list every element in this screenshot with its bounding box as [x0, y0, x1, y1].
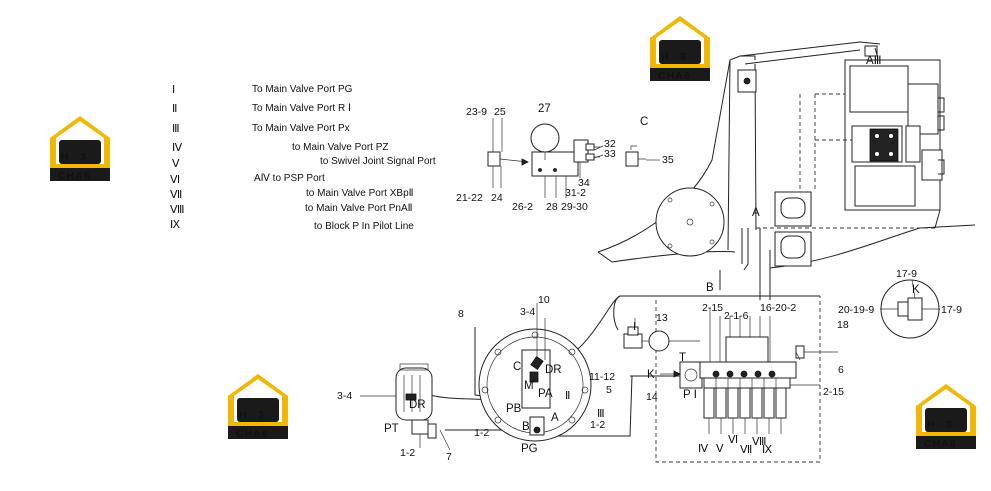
label-valve-iv: Ⅳ	[698, 443, 709, 455]
label-10: 10	[538, 294, 550, 306]
label-aiii: AⅢ	[866, 55, 882, 67]
label-31-2: 31-2	[565, 187, 586, 199]
label-8: 8	[458, 308, 464, 320]
label-2-15-right: 2-15	[823, 386, 844, 398]
label-35: 35	[662, 154, 674, 166]
label-a: A	[752, 207, 760, 219]
label-2-15-top: 2-15	[702, 302, 723, 314]
left-accumulator-assembly: 3-4 DR PT 1-2 7	[337, 363, 452, 463]
label-14: 14	[646, 391, 658, 403]
label-24: 24	[491, 192, 503, 204]
pilot-pump-assembly: 10 3-4 8 C DR M PA Ⅱ 11-12 5 PB A B Ⅲ 1-…	[458, 294, 658, 455]
detail-k-assembly: 17-9 K 20-19-9 17-9	[838, 268, 962, 339]
label-pt: PT	[384, 423, 399, 435]
label-17-9-right: 17-9	[941, 304, 962, 316]
label-p1: P Ⅰ	[683, 389, 697, 401]
legend-desc-8: to Main Valve Port PnAⅡ	[305, 203, 413, 214]
label-left-3-4: 3-4	[337, 390, 352, 402]
watermark-text: CHA6	[924, 438, 957, 450]
label-20-19-9: 20-19-9	[838, 304, 874, 316]
watermark-text: CHA6	[658, 70, 691, 82]
watermark-logo-left: CHA6	[50, 116, 110, 182]
label-27: 27	[538, 103, 551, 115]
label-11-12: 11-12	[589, 371, 615, 383]
label-valve-vi: Ⅵ	[728, 434, 738, 446]
label-pg: PG	[521, 443, 538, 455]
legend-num-9: Ⅸ	[170, 219, 180, 231]
label-pump-a: A	[551, 412, 559, 424]
label-pump-ii: Ⅱ	[565, 390, 570, 402]
label-29-30: 29-30	[561, 201, 588, 213]
label-b: B	[706, 282, 714, 294]
label-18: 18	[837, 319, 849, 331]
watermark-text: CHA6	[58, 170, 91, 182]
label-pa: PA	[538, 388, 553, 400]
label-pump-b: B	[522, 421, 530, 433]
label-k: K	[912, 284, 920, 296]
legend-num-3: Ⅲ	[172, 123, 180, 135]
legend-num-5: Ⅴ	[172, 158, 180, 170]
label-valve-k: K	[647, 369, 655, 381]
label-c: C	[640, 116, 648, 128]
label-valve-viii: Ⅷ	[752, 436, 767, 448]
legend-num-1: Ⅰ	[172, 84, 175, 96]
legend-num-2: Ⅱ	[172, 103, 177, 115]
watermark-logo-bottom-left: CHA6	[228, 374, 288, 440]
legend: Ⅰ To Main Valve Port PG Ⅱ To Main Valve …	[170, 84, 436, 232]
label-5: 5	[606, 384, 612, 396]
label-33: 33	[604, 148, 616, 160]
legend-num-7: Ⅶ	[170, 189, 182, 201]
label-valve-i: Ⅰ	[633, 321, 636, 333]
watermark-logo-bottom-right: CHA6	[916, 384, 976, 450]
label-13: 13	[656, 312, 668, 324]
label-valve-ix: Ⅸ	[762, 444, 772, 456]
label-32: 32	[604, 138, 616, 150]
label-34: 34	[578, 177, 590, 189]
fitting-column	[703, 387, 787, 434]
label-1-2-right: 1-2	[590, 419, 605, 431]
legend-num-6: Ⅵ	[170, 174, 180, 186]
legend-desc-7: to Main Valve Port XBpⅡ	[306, 188, 414, 199]
legend-num-4: Ⅳ	[172, 142, 183, 154]
label-7: 7	[446, 451, 452, 463]
label-23-9: 23-9	[466, 106, 487, 118]
legend-desc-4: to Main Valve Port PZ	[292, 142, 389, 153]
legend-desc-5: to Swivel Joint Signal Port	[320, 156, 436, 167]
label-6: 6	[838, 364, 844, 376]
label-t: T	[679, 352, 686, 364]
pilot-valve-block: Ⅰ 13 2-15 2-1-6 16-20-2 18 6 T K P Ⅰ 2-1…	[623, 302, 849, 456]
label-pump-iii: Ⅲ	[597, 408, 605, 420]
label-28: 28	[546, 201, 558, 213]
label-21-22: 21-22	[456, 192, 483, 204]
label-left-1-2: 1-2	[400, 447, 415, 459]
label-17-9-top: 17-9	[896, 268, 917, 280]
label-pump-c: C	[513, 361, 521, 373]
legend-desc-2: To Main Valve Port R Ⅰ	[252, 103, 351, 114]
legend-desc-9: to Block P In Pilot Line	[314, 221, 414, 232]
watermark-text: CHA6	[236, 428, 269, 440]
label-3-4-top: 3-4	[520, 306, 535, 318]
label-26-2: 26-2	[512, 201, 533, 213]
watermark-logo-top: CHA6	[650, 16, 710, 82]
legend-desc-6: AⅣ to PSP Port	[254, 173, 325, 184]
detail-c-assembly: 23-9 25 27 C 32 33 35 21-22 24 26-2 28 2…	[456, 103, 674, 213]
label-25: 25	[494, 106, 506, 118]
label-16-20-2: 16-20-2	[760, 302, 796, 314]
label-valve-v: Ⅴ	[716, 443, 724, 455]
legend-num-8: Ⅷ	[170, 204, 185, 216]
label-pump-dr: DR	[545, 364, 562, 376]
label-pb: PB	[506, 403, 522, 415]
label-m: M	[524, 380, 534, 392]
label-left-dr: DR	[409, 399, 426, 411]
label-2-1-6: 2-1-6	[724, 310, 749, 322]
legend-desc-3: To Main Valve Port Px	[252, 123, 350, 134]
label-valve-vii: Ⅶ	[740, 444, 752, 456]
legend-desc-1: To Main Valve Port PG	[252, 84, 353, 95]
label-1-2-left: 1-2	[474, 427, 489, 439]
machine-frame: AⅢ A B	[597, 41, 976, 300]
